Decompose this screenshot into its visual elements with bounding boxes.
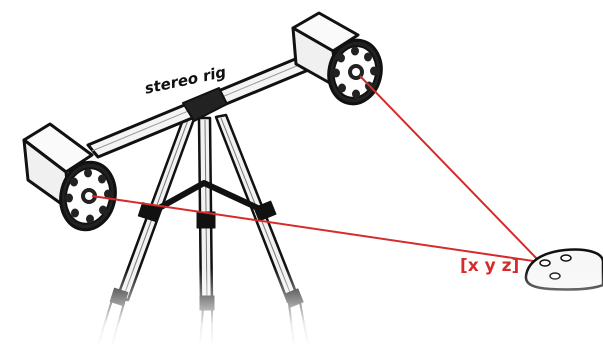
pebble-spot	[549, 272, 561, 280]
tripod-head	[182, 87, 228, 122]
camera-left	[22, 122, 117, 232]
point-coordinate-label: [x y z]	[460, 256, 520, 276]
leg-clamp	[253, 200, 277, 222]
projection-rays	[91, 75, 541, 263]
lens-ring-holes	[332, 46, 378, 99]
camera-right	[291, 11, 383, 106]
ray-right	[359, 75, 541, 263]
tripod-brace	[149, 180, 265, 215]
pebble-spot	[560, 254, 572, 262]
tripod	[97, 113, 309, 346]
pebble-spot	[539, 259, 551, 267]
ray-left	[91, 195, 541, 263]
observed-object	[524, 248, 603, 291]
tripod-foot	[199, 295, 215, 311]
lens-ring-holes	[65, 168, 112, 224]
